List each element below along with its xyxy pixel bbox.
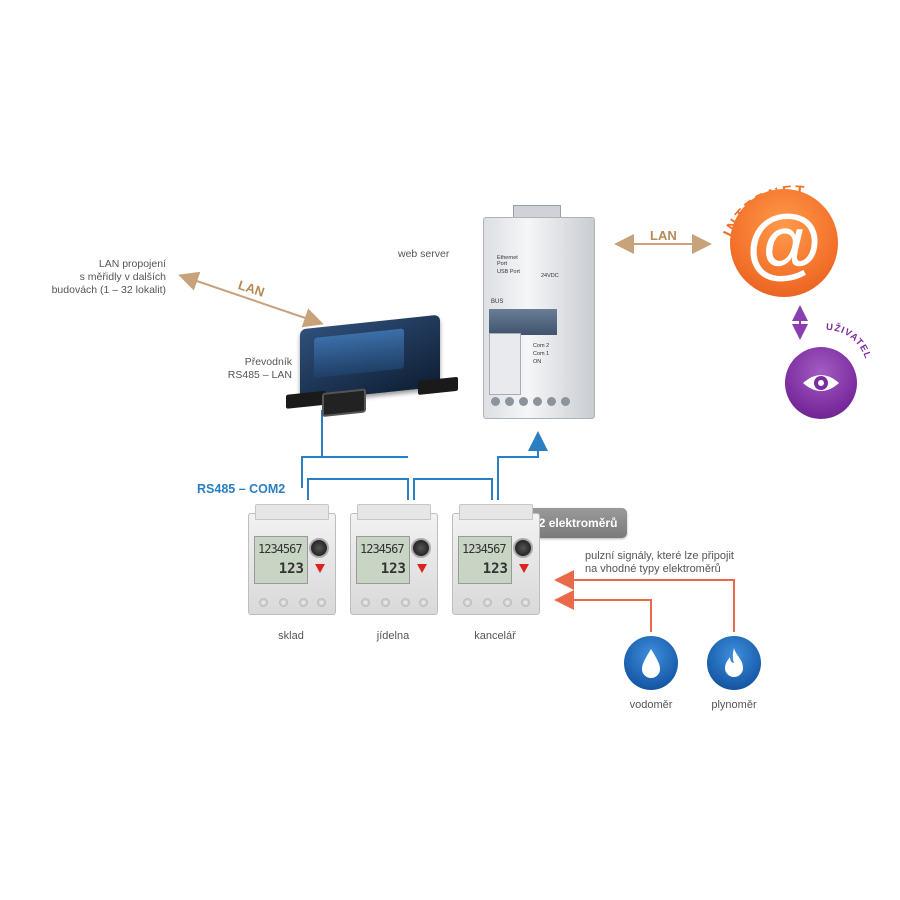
energy-meter-jidelna: 1234567 123 — [350, 504, 438, 615]
meter-screw — [361, 598, 370, 607]
meter-display: 1234567 123 — [458, 536, 512, 584]
meter-display: 1234567 123 — [356, 536, 410, 584]
meter-label-sklad: sklad — [278, 630, 304, 642]
rs485-lan-converter — [286, 314, 458, 418]
lan-links-text: LAN propojení s měřidly v dalších budová… — [51, 258, 166, 296]
meter-reading-small: 123 — [380, 561, 406, 577]
meter-top — [255, 504, 329, 520]
meter-screw — [381, 598, 390, 607]
server-terminal — [505, 397, 514, 406]
meter-screw — [401, 598, 410, 607]
user-circle — [785, 347, 857, 419]
gas-meter-label: plynoměr — [711, 699, 757, 711]
meter-label-jidelna: jídelna — [376, 630, 410, 642]
water-meter-circle — [624, 636, 678, 690]
web-server-label: web server — [398, 248, 450, 260]
server-power-label: 24VDC — [541, 273, 559, 279]
at-icon: @ — [745, 198, 823, 286]
server-terminal — [491, 397, 500, 406]
warning-triangle-icon — [417, 564, 427, 573]
meter-knob — [513, 538, 533, 558]
flame-icon — [725, 648, 743, 677]
db9-connector — [322, 388, 366, 418]
meter-top — [357, 504, 431, 520]
meter-reading-small: 123 — [278, 561, 304, 577]
energy-meter-kancelar: 1234567 123 — [452, 504, 540, 615]
server-terminal — [561, 397, 570, 406]
rs485-bus — [301, 410, 548, 500]
water-meter-label: vodoměr — [629, 699, 673, 711]
meter-reading: 1234567 — [360, 542, 405, 556]
internet-circle: @ — [730, 189, 838, 297]
meter-screw — [419, 598, 428, 607]
meter-display: 1234567 123 — [254, 536, 308, 584]
lan-label-right: LAN — [650, 228, 677, 243]
warning-triangle-icon — [519, 564, 529, 573]
converter-panel — [314, 328, 404, 378]
meter-screw — [279, 598, 288, 607]
server-terminal — [547, 397, 556, 406]
meter-knob — [411, 538, 431, 558]
meter-screw — [317, 598, 326, 607]
meter-screw — [483, 598, 492, 607]
meter-reading: 1234567 — [462, 542, 507, 556]
server-usb-label: USB Port — [497, 269, 520, 275]
server-com2-label: Com 2 — [533, 343, 550, 349]
meter-screw — [521, 598, 530, 607]
warning-triangle-icon — [315, 564, 325, 573]
meter-screw — [463, 598, 472, 607]
lan-arrow-left — [178, 271, 324, 328]
server-terminal — [519, 397, 528, 406]
server-com1-label: Com 1 — [533, 351, 550, 357]
server-ethernet-label: Ethernet Port — [497, 255, 518, 267]
meter-reading: 1234567 — [258, 542, 303, 556]
rs485-label: RS485 – COM2 — [197, 482, 286, 496]
meter-knob — [309, 538, 329, 558]
meter-screw — [503, 598, 512, 607]
meter-top — [459, 504, 533, 520]
server-label-strip — [489, 309, 557, 335]
server-bus-label: BUS — [491, 299, 504, 305]
meter-screw — [259, 598, 268, 607]
eye-icon — [803, 375, 839, 391]
meter-label-kancelar: kancelář — [474, 630, 516, 642]
gas-meter-circle — [707, 636, 761, 690]
server-window — [489, 333, 521, 395]
meter-screw — [299, 598, 308, 607]
converter-label: Převodník RS485 – LAN — [227, 356, 292, 381]
web-server-device: Ethernet Port USB Port 24VDC BUS Com 2 C… — [483, 205, 595, 419]
water-drop-icon — [642, 649, 660, 678]
server-terminal — [533, 397, 542, 406]
pulse-signals-text: pulzní signály, které lze připojit na vh… — [585, 550, 734, 575]
server-on-label: ON — [533, 359, 542, 365]
pulse-lines — [554, 570, 735, 632]
energy-meter-sklad: 1234567 123 — [248, 504, 336, 615]
meter-reading-small: 123 — [482, 561, 508, 577]
